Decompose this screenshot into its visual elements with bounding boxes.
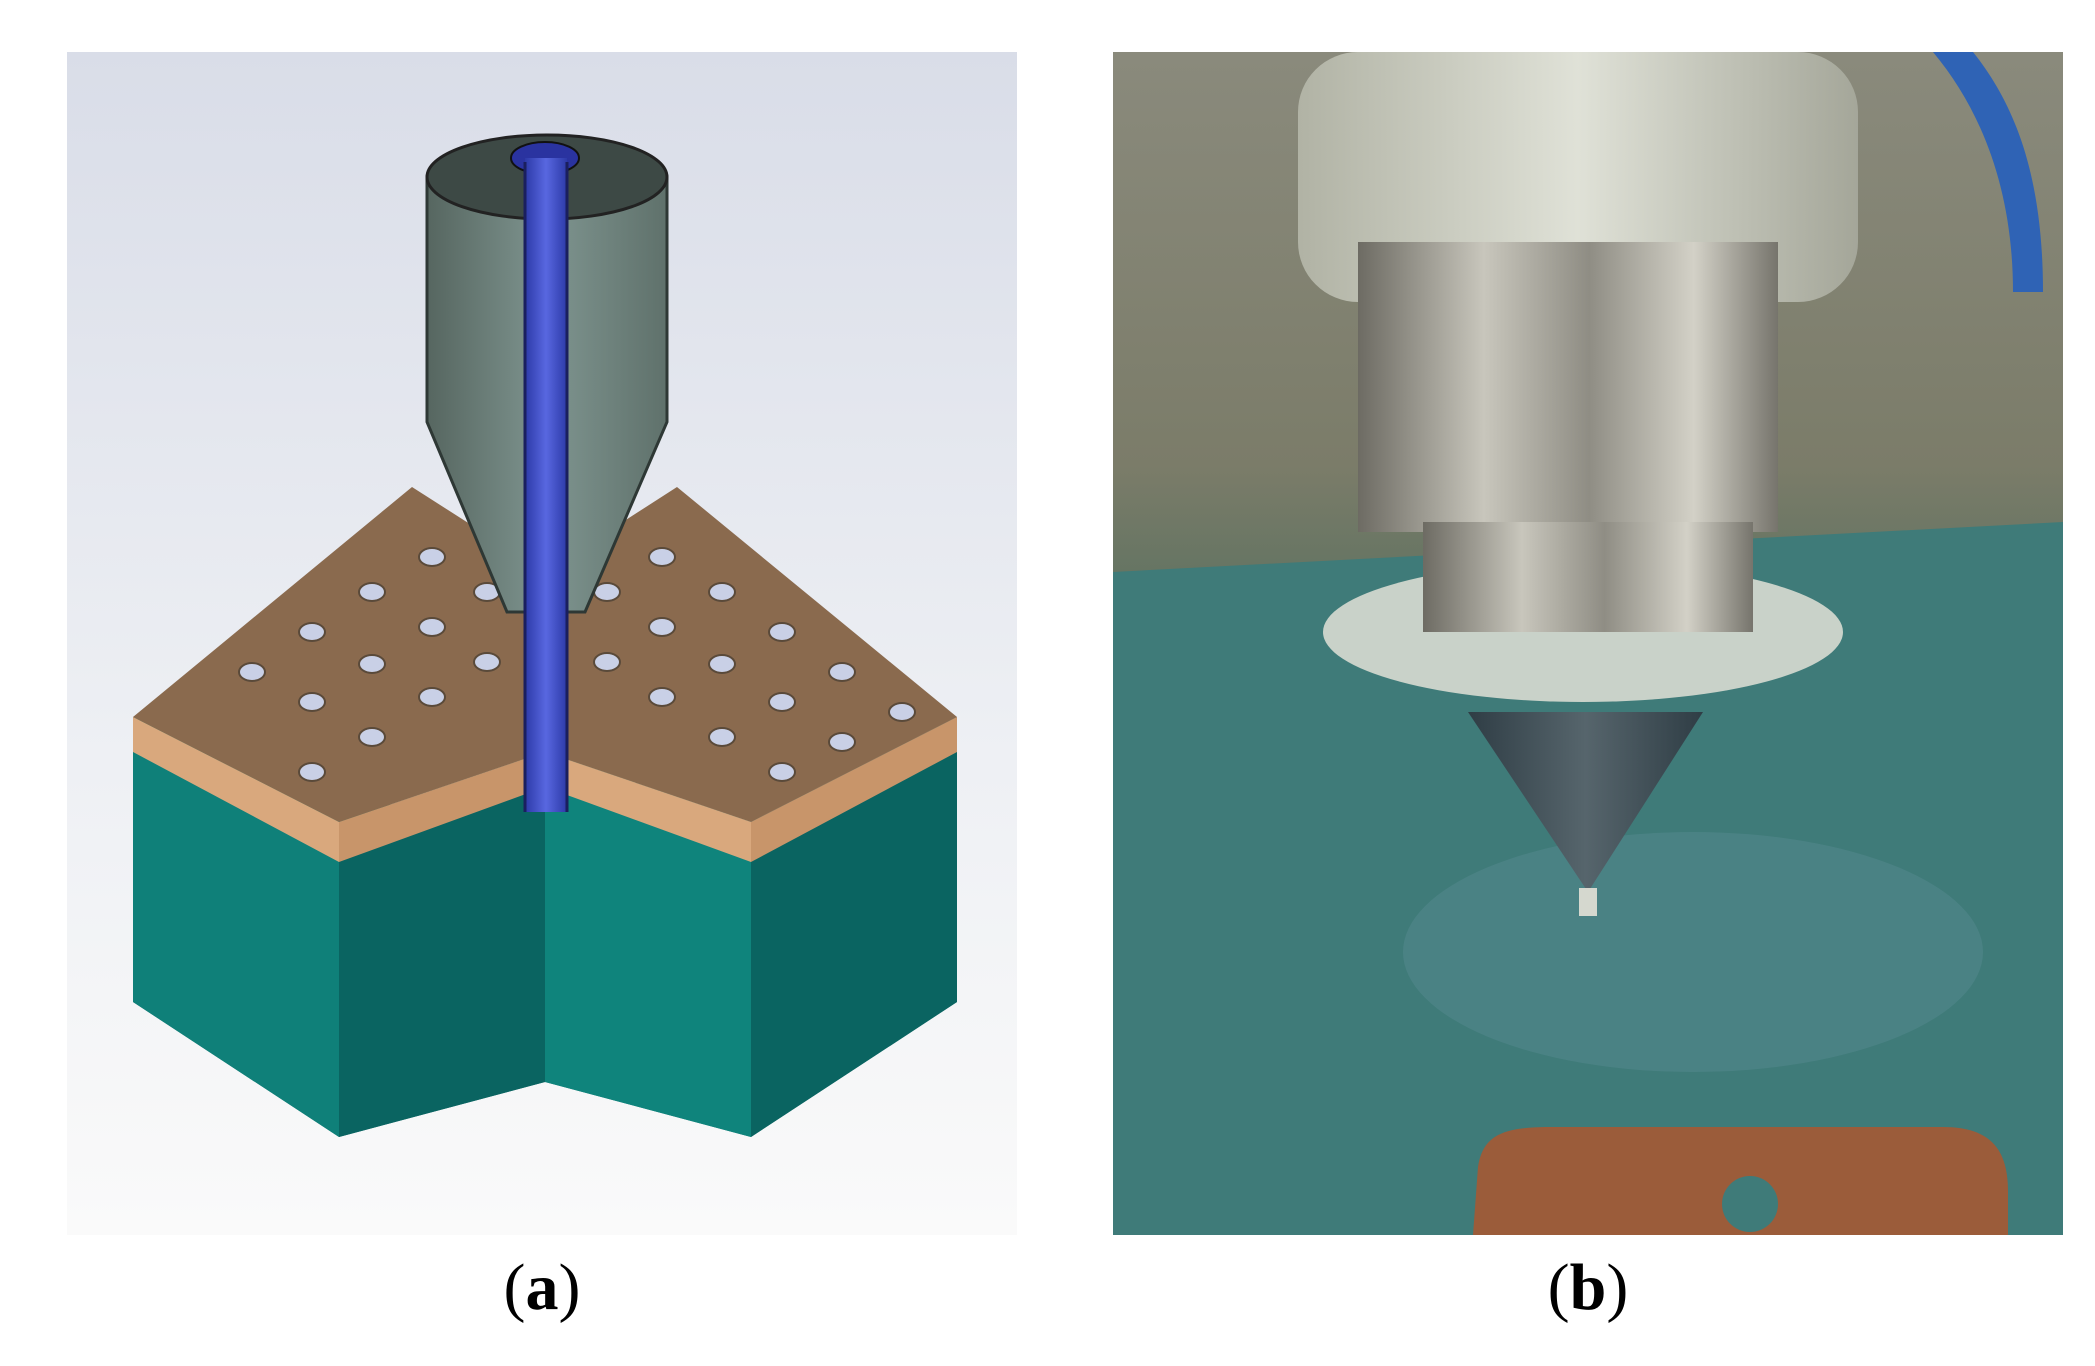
fluid-channel <box>525 158 567 812</box>
upper-collar <box>1298 52 1858 302</box>
panel-b-photo <box>1113 52 2063 1235</box>
blue-hose <box>1933 52 2043 292</box>
cad-render-image <box>67 52 1017 1235</box>
nozzle-tip <box>1468 712 1703 892</box>
panel-a-label: (a) <box>503 1251 581 1324</box>
nozzle <box>425 133 669 812</box>
nozzle-orifice <box>1579 888 1597 916</box>
metal-cylinder <box>1358 242 1778 532</box>
panel-a-cad-render <box>67 52 1017 1235</box>
panel-b-label: (b) <box>1547 1251 1629 1324</box>
nozzle-photo-image <box>1113 52 2063 1235</box>
pad-holes <box>238 547 916 782</box>
